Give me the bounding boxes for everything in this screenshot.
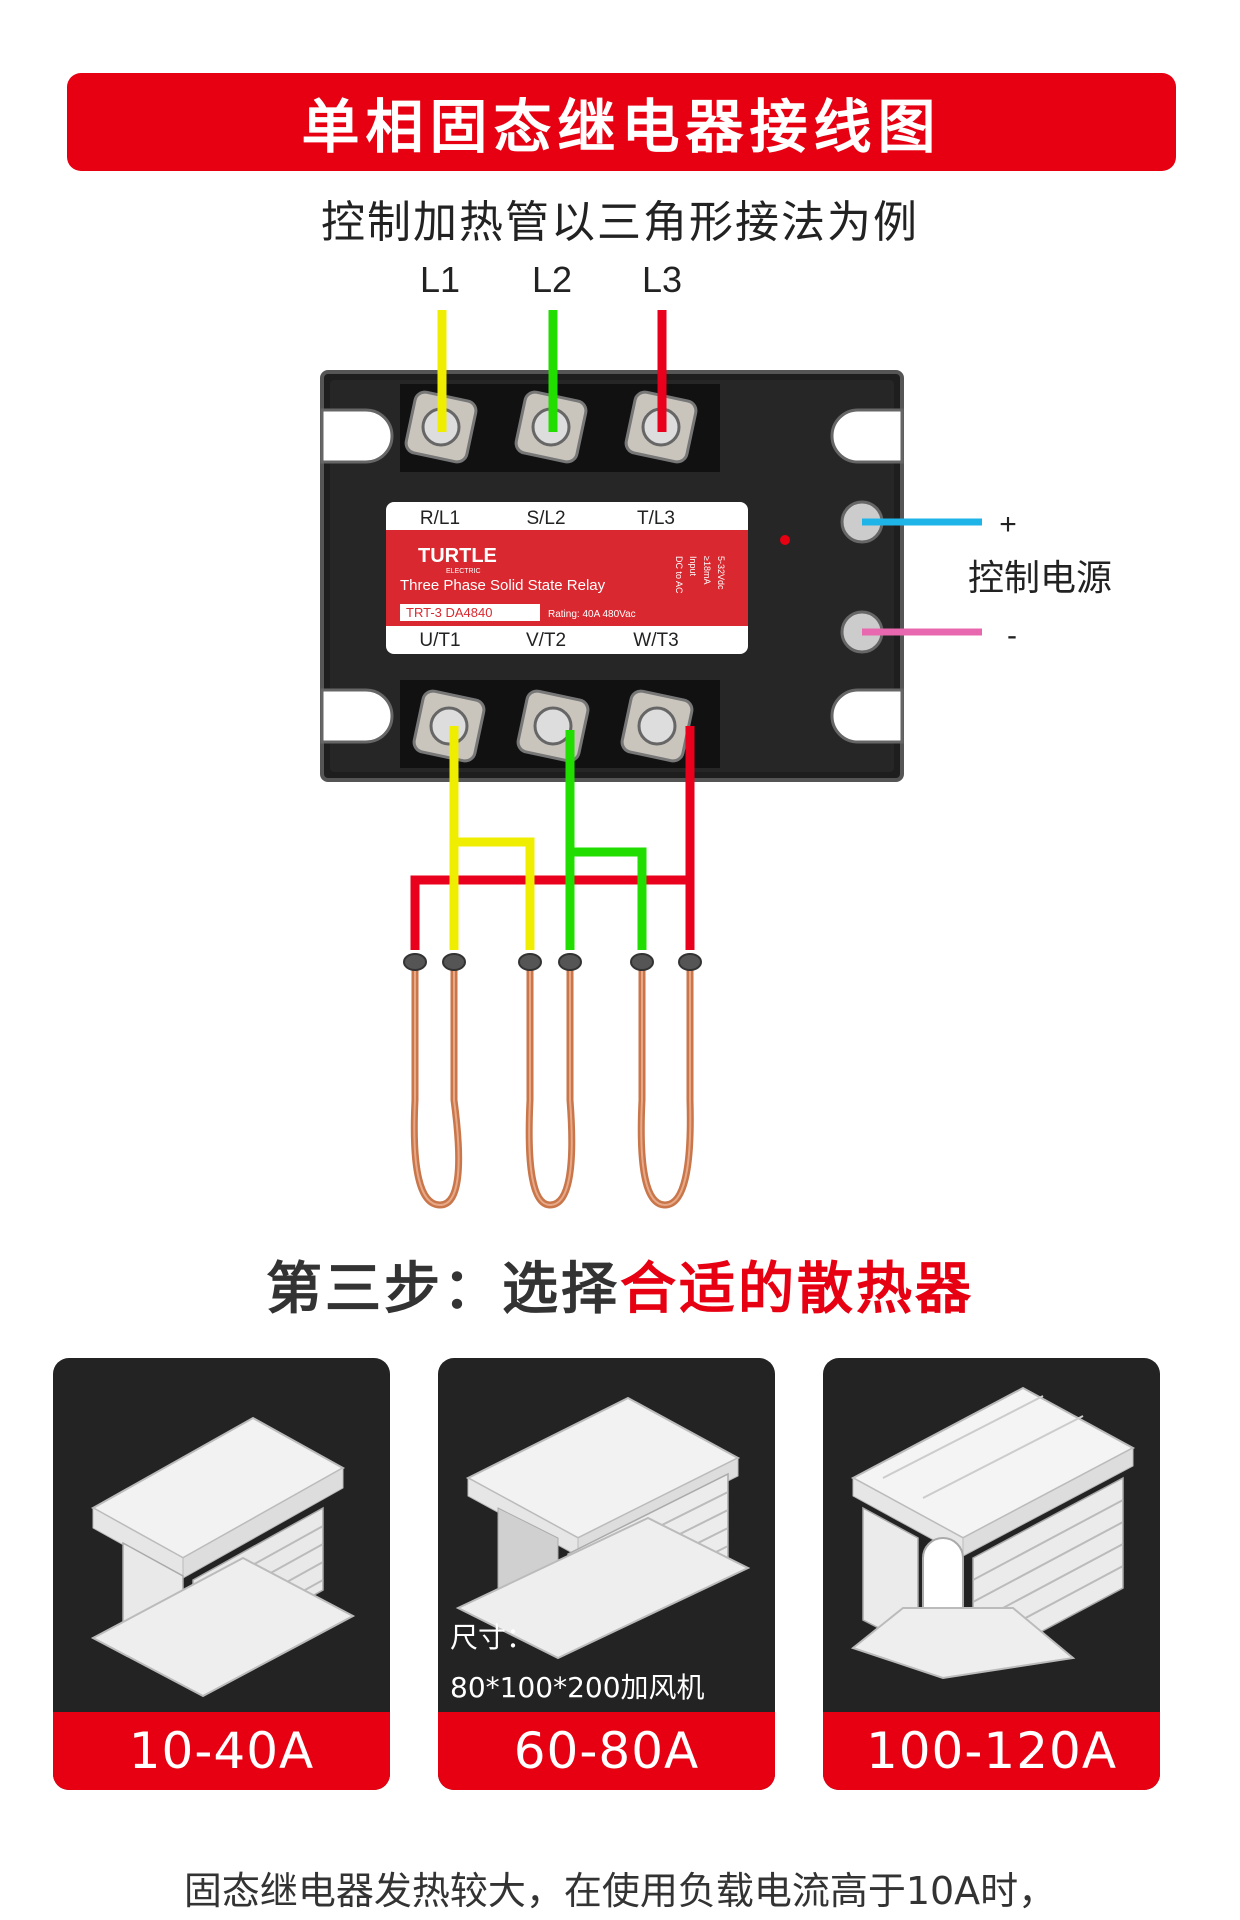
brand-sub: ELECTRIC [446,568,481,575]
wiring-diagram: L1 L2 L3 [320,259,1112,1209]
heatsink-rating: 10-40A [128,1722,315,1780]
solid-state-relay: R/L1 S/L2 T/L3 TURTLE ELECTRIC Three Pha… [320,370,904,782]
phase-label-l3: L3 [642,259,682,300]
terminal-screw-bottom [412,689,694,763]
relay-description: Three Phase Solid State Relay [400,577,606,594]
relay-side-text: DC to AC [674,556,684,594]
terminal-label-vt2: V/T2 [526,630,566,651]
heatsink-image [850,1386,1136,1680]
terminal-label-tl3: T/L3 [637,508,675,529]
terminal-label-rl1: R/L1 [420,508,460,529]
heatsink-card-small: 10-40A [53,1358,390,1790]
title-banner: 单相固态继电器接线图 [67,73,1176,171]
relay-model: TRT-3 DA4840 [406,605,492,620]
control-minus-label: - [1007,619,1017,652]
relay-rating: Rating: 40A 480Vac [548,609,636,620]
footer-text: 固态继电器发热较大，在使用负载电流高于10A时， [183,1869,1057,1913]
phase-label-l2: L2 [532,259,572,300]
rating-band: 60-80A [438,1712,775,1790]
heatsink-card-medium: 尺寸： 80*100*200加风机 60-80A [438,1358,775,1790]
control-power-label: 控制电源 [968,558,1112,599]
delta-wiring [410,726,695,950]
phase-label-l1: L1 [420,259,460,300]
heatsink-rating: 100-120A [865,1722,1118,1780]
relay-side-input: Input [688,556,698,577]
step3-highlight: 合适的散热器 [620,1257,974,1322]
rating-band: 100-120A [823,1712,1160,1790]
banner-title: 单相固态继电器接线图 [301,93,942,161]
size-value: 80*100*200加风机 [450,1671,705,1704]
terminal-label-wt3: W/T3 [633,630,678,651]
step3-prefix: 第三步：选择 [266,1257,620,1322]
heatsink-rating: 60-80A [513,1722,700,1780]
size-label: 尺寸： [450,1621,535,1654]
brand-logo: TURTLE [418,545,497,567]
terminal-label-sl2: S/L2 [526,508,565,529]
relay-side-voltage: 5-32Vdc [716,556,726,590]
control-plus-label: + [999,508,1017,541]
terminal-label-ut1: U/T1 [419,630,460,651]
diagram-subtitle: 控制加热管以三角形接法为例 [321,197,919,248]
heating-tubes [403,953,702,1209]
relay-side-current: ≥18mA [702,556,712,584]
heatsink-image [455,1396,751,1660]
heatsink-image [90,1416,356,1698]
step3-heading: 第三步：选择合适的散热器 [0,1244,1240,1325]
rating-band: 10-40A [53,1712,390,1790]
heatsink-card-large: 100-120A [823,1358,1160,1790]
